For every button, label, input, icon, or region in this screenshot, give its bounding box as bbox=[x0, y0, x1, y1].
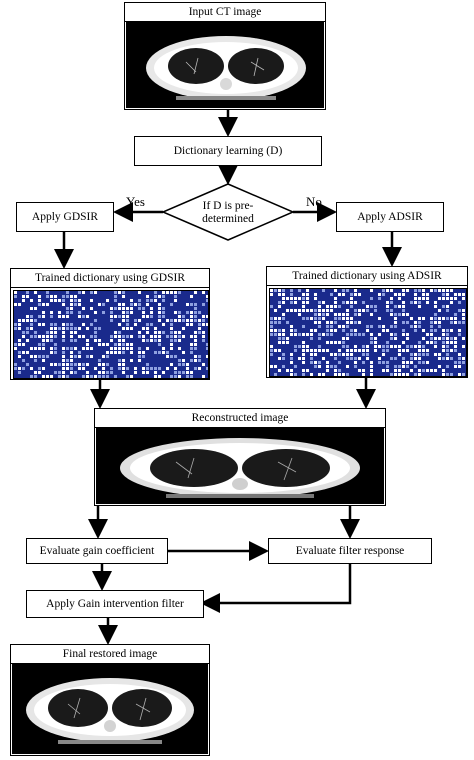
apply-gdsir-box: Apply GDSIR bbox=[16, 202, 114, 232]
final-restored-title: Final restored image bbox=[11, 645, 209, 664]
final-restored-panel: Final restored image bbox=[10, 644, 210, 756]
trained-gdsir-panel: Trained dictionary using GDSIR bbox=[10, 268, 210, 380]
trained-gdsir-title: Trained dictionary using GDSIR bbox=[11, 269, 209, 288]
apply-adsir-box: Apply ADSIR bbox=[336, 202, 444, 232]
decision-text: If D is pre-determined bbox=[202, 200, 254, 225]
adsir-dictionary-atoms bbox=[269, 288, 467, 377]
final-restored-image bbox=[12, 664, 208, 754]
reconstructed-title: Reconstructed image bbox=[95, 409, 385, 428]
trained-adsir-panel: Trained dictionary using ADSIR bbox=[266, 266, 468, 378]
decision-diamond bbox=[161, 183, 295, 241]
gdsir-dictionary-atoms bbox=[13, 290, 209, 379]
input-ct-title: Input CT image bbox=[125, 3, 325, 22]
filter-response-box: Evaluate filter response bbox=[268, 538, 432, 564]
gain-coefficient-box: Evaluate gain coefficient bbox=[26, 538, 168, 564]
reconstructed-panel: Reconstructed image bbox=[94, 408, 386, 506]
input-ct-image bbox=[126, 22, 324, 108]
decision-no-label: No bbox=[306, 194, 322, 209]
reconstructed-image bbox=[96, 428, 384, 504]
gain-intervention-filter-box: Apply Gain intervention filter bbox=[26, 590, 204, 618]
decision-yes-label: Yes bbox=[126, 194, 145, 209]
dictionary-learning-box: Dictionary learning (D) bbox=[134, 136, 322, 166]
input-ct-panel: Input CT image bbox=[124, 2, 326, 110]
trained-adsir-title: Trained dictionary using ADSIR bbox=[267, 267, 467, 286]
arrow-filter-to-intervention bbox=[200, 564, 352, 613]
